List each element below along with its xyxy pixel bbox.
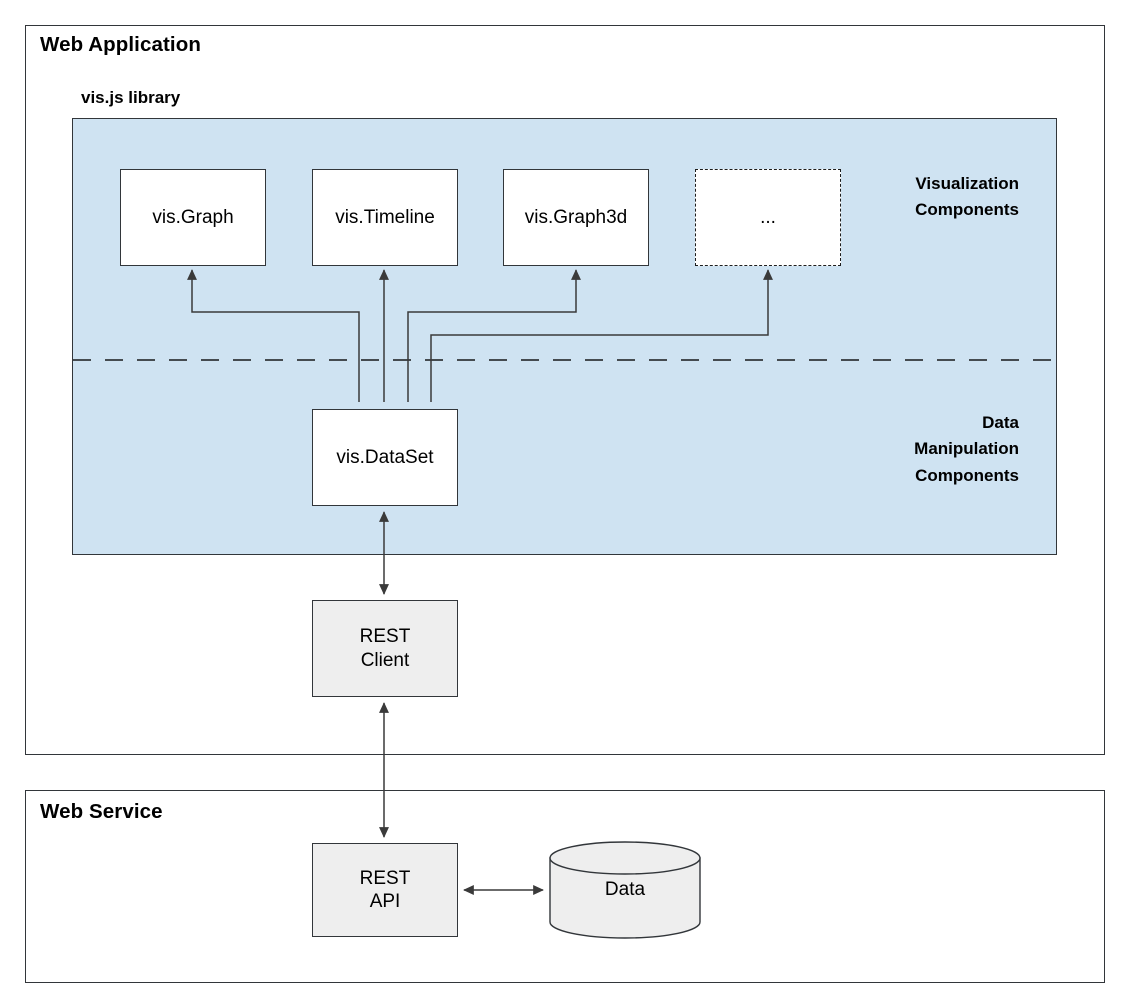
diagram-title: vis.js library architecture (0, 0, 1, 1)
data-store-shape (549, 841, 701, 939)
node-vis-graph[interactable]: vis.Graph (120, 169, 266, 266)
node-more-components[interactable]: ... (695, 169, 841, 266)
container-web-service-title: Web Service (40, 800, 163, 823)
container-web-service (25, 790, 1105, 983)
panel-visjs-library-title: vis.js library (81, 88, 181, 107)
node-vis-timeline[interactable]: vis.Timeline (312, 169, 458, 266)
group-label-visualization-components: Visualization Components (915, 174, 1019, 220)
node-rest-api[interactable]: REST API (312, 843, 458, 937)
container-web-application (25, 25, 1105, 755)
node-data-store-label: Data (604, 879, 646, 900)
node-rest-client[interactable]: REST Client (312, 600, 458, 697)
node-data-store[interactable]: Data (549, 841, 701, 939)
container-web-application-title: Web Application (40, 33, 201, 56)
node-vis-dataset[interactable]: vis.DataSet (312, 409, 458, 506)
group-label-data-manipulation-components: Data Manipulation Components (914, 413, 1019, 485)
node-vis-graph3d[interactable]: vis.Graph3d (503, 169, 649, 266)
